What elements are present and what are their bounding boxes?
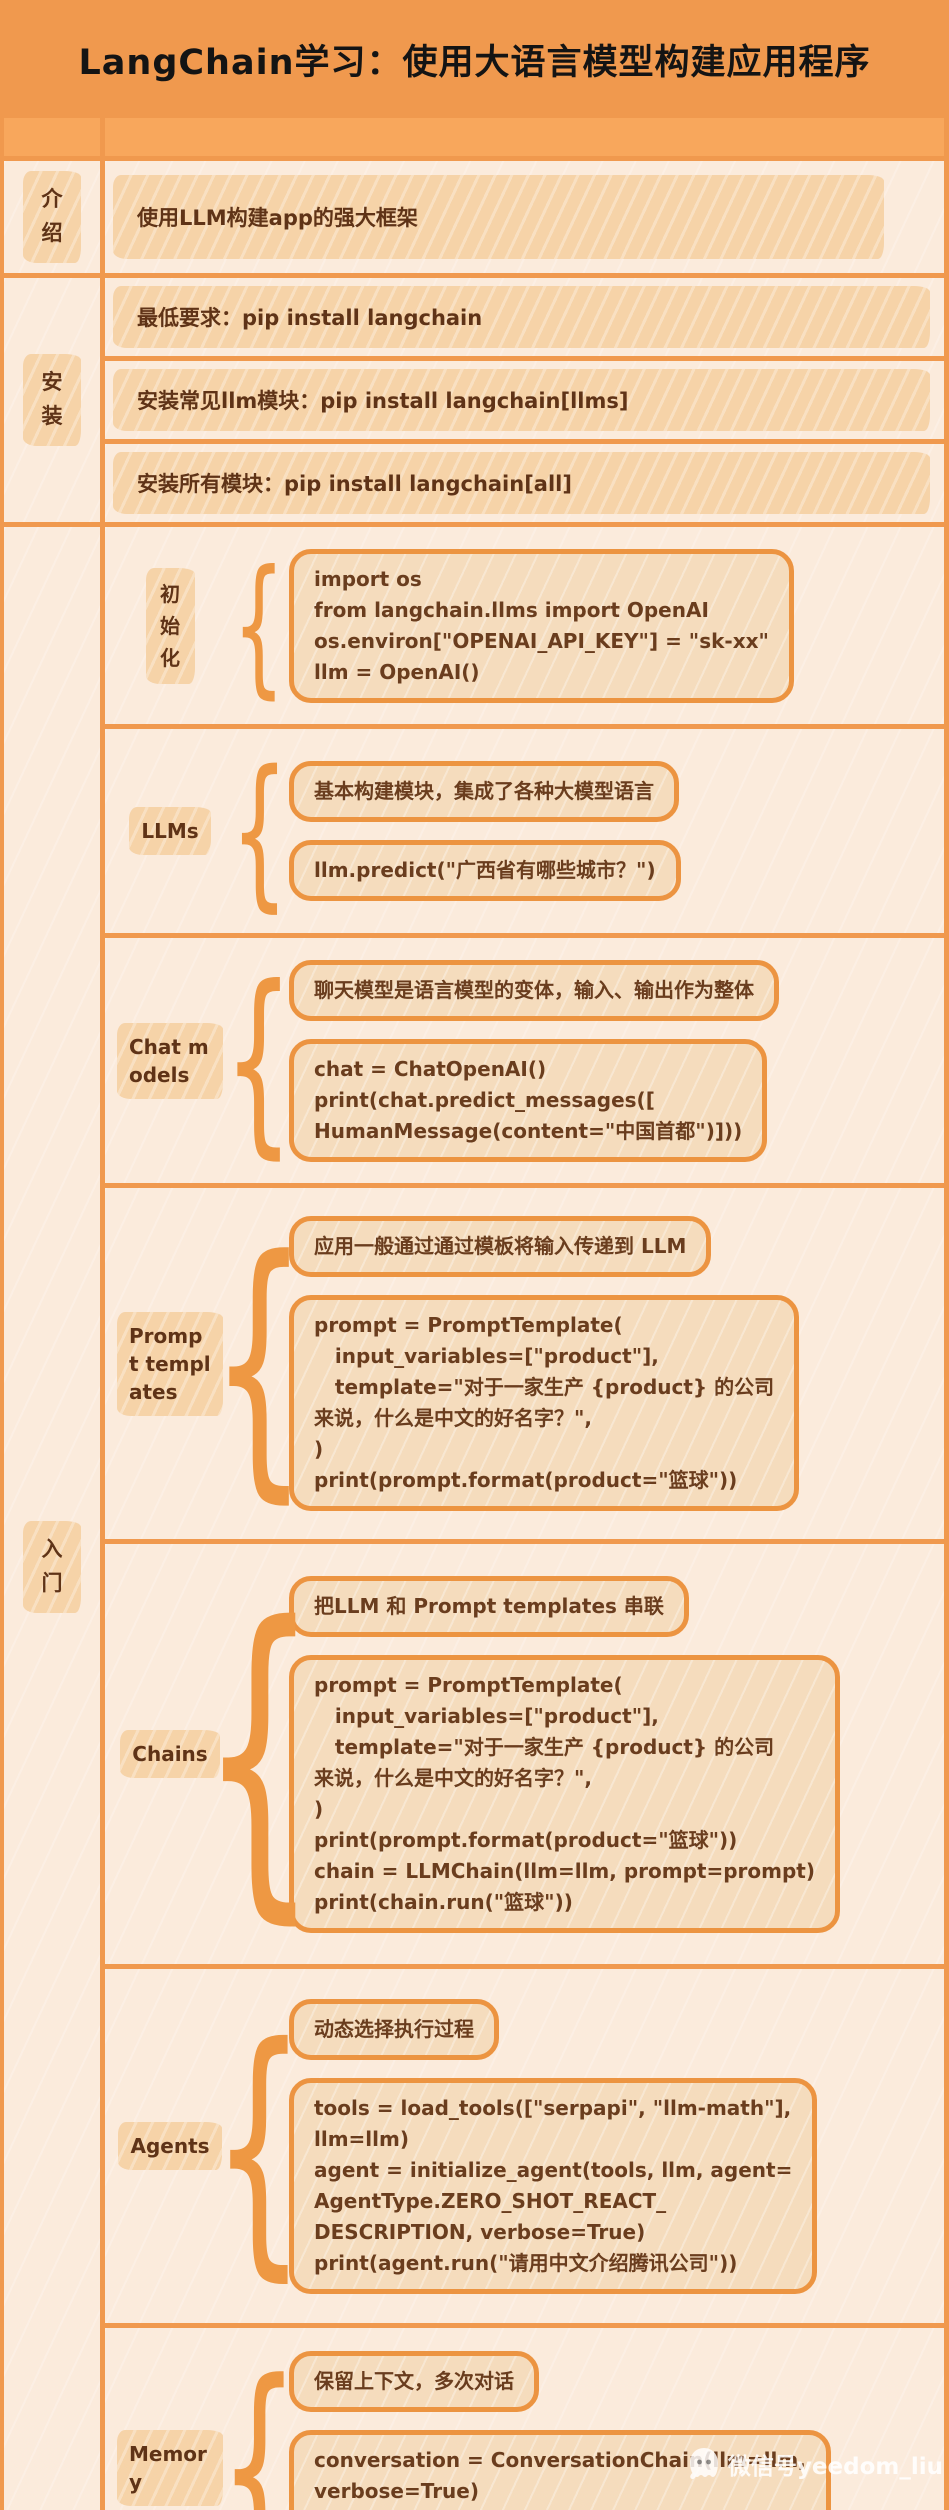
install-label-cell: 安装 (4, 278, 100, 522)
subsection-chat-models-label: Chat models (117, 1022, 223, 1099)
header-cell-left (4, 118, 100, 156)
header-cell-right (105, 118, 944, 156)
subsection-memory-label: Memory (117, 2429, 223, 2506)
subsection-init-label: 初始化 (145, 567, 195, 684)
intro-content-patch: 使用LLM构建app的强大框架 (113, 175, 884, 259)
install-item-patch: 安装常见llm模块：pip install langchain[llms] (113, 369, 930, 431)
subsection-llms-label: LLMs (129, 807, 211, 855)
subsection-prompt-templates-label: Prompt templates (117, 1311, 223, 1416)
subsection-agents-label: Agents (118, 2122, 222, 2170)
outline-table: 介绍 使用LLM构建app的强大框架 安装 最低要求：pip install l… (0, 118, 949, 2510)
install-item-text: 安装常见llm模块：pip install langchain[llms] (137, 389, 629, 413)
brace-icon: { (218, 2334, 300, 2510)
note-box: 聊天模型是语言模型的变体，输入、输出作为整体 (289, 959, 779, 1021)
subsection-init: 初始化 { import os from langchain.llms impo… (105, 527, 944, 724)
getting-started-label-cell: 入门 (4, 527, 100, 2510)
install-item-patch: 最低要求：pip install langchain (113, 286, 930, 348)
note-box: 基本构建模块，集成了各种大模型语言 (289, 761, 679, 822)
brace-icon: { (199, 1556, 319, 1952)
install-item-text: 最低要求：pip install langchain (137, 306, 483, 330)
install-item-row: 安装常见llm模块：pip install langchain[llms] (105, 361, 944, 439)
note-box: 把LLM 和 Prompt templates 串联 (289, 1575, 689, 1637)
code-box: import os from langchain.llms import Ope… (289, 548, 794, 703)
code-box: prompt = PromptTemplate( input_variables… (289, 1654, 840, 1933)
code-box: chat = ChatOpenAI() print(chat.predict_m… (289, 1038, 768, 1162)
page-title: LangChain学习：使用大语言模型构建应用程序 (78, 42, 871, 83)
install-item-row: 最低要求：pip install langchain (105, 278, 944, 356)
header-row (4, 118, 944, 156)
install-label-patch: 安装 (22, 354, 82, 446)
subsection-memory: Memory { 保留上下文，多次对话 conversation = Conve… (105, 2328, 944, 2510)
note-box: 应用一般通过通过模板将输入传递到 LLM (289, 1216, 712, 1277)
getting-started-label: 入门 (41, 1537, 63, 1595)
section-install: 安装 最低要求：pip install langchain 安装常见llm模块：… (4, 278, 944, 522)
install-item-patch: 安装所有模块：pip install langchain[all] (113, 452, 930, 514)
brace-icon: { (230, 735, 288, 927)
subsection-prompt-templates: Prompt templates { 应用一般通过通过模板将输入传递到 LLM … (105, 1188, 944, 1539)
subsection-chat-models: Chat models { 聊天模型是语言模型的变体，输入、输出作为整体 cha… (105, 938, 944, 1183)
subsection-llms: LLMs { 基本构建模块，集成了各种大模型语言 llm.predict("广西… (105, 729, 944, 933)
code-box: tools = load_tools(["serpapi", "llm-math… (289, 2077, 818, 2294)
getting-started-subsections: 初始化 { import os from langchain.llms impo… (105, 527, 944, 2510)
brace-icon: { (224, 944, 294, 1177)
install-item-text: 安装所有模块：pip install langchain[all] (137, 472, 572, 496)
intro-content-cell: 使用LLM构建app的强大框架 (105, 161, 944, 273)
intro-label-cell: 介绍 (4, 161, 100, 273)
section-getting-started: 入门 初始化 { import os from langchain.llms i… (4, 527, 944, 2510)
install-item-row: 安装所有模块：pip install langchain[all] (105, 444, 944, 522)
code-box: conversation = ConversationChain(llm=llm… (289, 2430, 831, 2510)
brace-icon: { (232, 538, 286, 713)
brace-icon: { (211, 1988, 307, 2304)
section-intro: 介绍 使用LLM构建app的强大框架 (4, 161, 944, 273)
getting-started-label-patch: 入门 (22, 1521, 82, 1613)
intro-content-text: 使用LLM构建app的强大框架 (137, 206, 418, 230)
code-box: llm.predict("广西省有哪些城市？") (289, 840, 681, 901)
note-box: 动态选择执行过程 (289, 1998, 499, 2060)
title-band: LangChain学习：使用大语言模型构建应用程序 (0, 0, 949, 118)
subsection-chains: Chains { 把LLM 和 Prompt templates 串联 prom… (105, 1544, 944, 1964)
subsection-agents: Agents { 动态选择执行过程 tools = load_tools(["s… (105, 1969, 944, 2323)
subsection-chains-label: Chains (120, 1730, 220, 1778)
note-box: 保留上下文，多次对话 (289, 2351, 539, 2412)
code-box: prompt = PromptTemplate( input_variables… (289, 1295, 800, 1511)
install-label: 安装 (41, 370, 63, 428)
brace-icon: { (210, 1200, 308, 1527)
intro-label: 介绍 (41, 187, 63, 245)
install-items: 最低要求：pip install langchain 安装常见llm模块：pip… (105, 278, 944, 522)
intro-label-patch: 介绍 (22, 171, 82, 263)
